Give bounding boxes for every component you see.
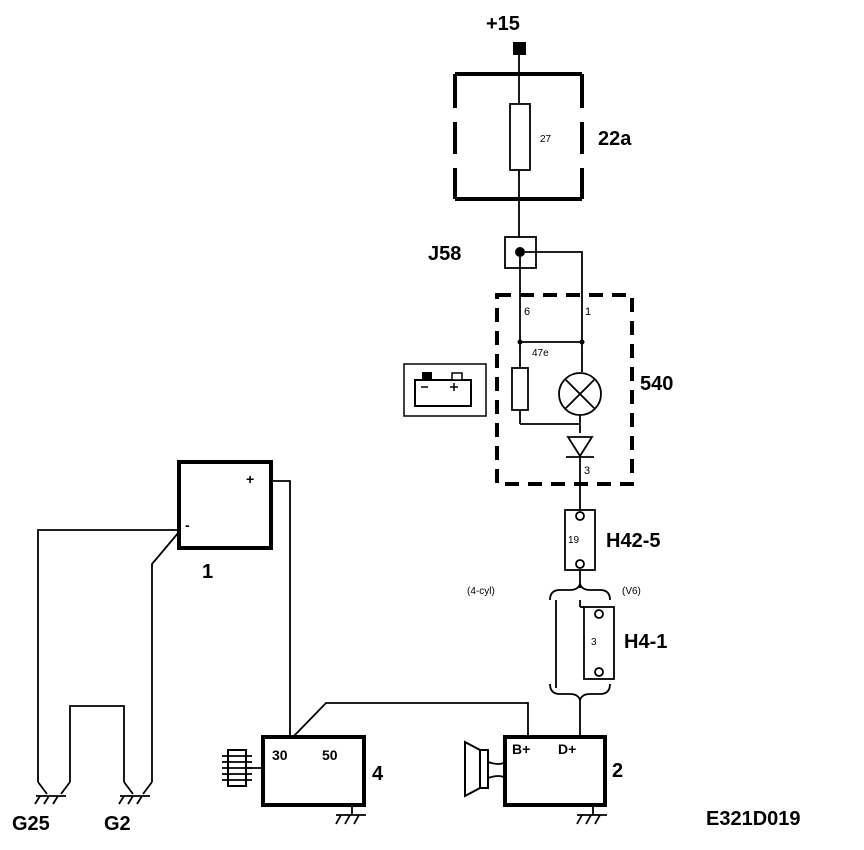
battery <box>177 460 273 550</box>
connector-h4-label: H4-1 <box>624 631 667 653</box>
fuse-number: 27 <box>540 134 552 145</box>
junction-node <box>515 247 525 257</box>
fuse <box>509 103 531 171</box>
diagram-id: E321D019 <box>706 808 801 830</box>
battery-minus: - <box>185 517 190 533</box>
starter-terminal-50: 50 <box>322 747 338 763</box>
bulb-icon <box>558 372 602 416</box>
connector-h42-label: H42-5 <box>606 530 660 552</box>
ground-g25-label: G25 <box>12 813 50 835</box>
generator <box>503 735 607 807</box>
instrument-cluster <box>495 293 634 486</box>
generator-terminal-d: D+ <box>558 741 576 757</box>
resistor-label: 47e <box>532 348 549 359</box>
ground-g2-label: G2 <box>104 813 131 835</box>
cluster-pin-3: 3 <box>584 465 590 477</box>
battery-label: 1 <box>202 561 213 583</box>
battery-plus: + <box>246 471 254 487</box>
ground-icon <box>335 805 366 825</box>
battery-charge-icon <box>403 363 487 417</box>
resistor <box>511 367 529 411</box>
cluster-pin-6: 6 <box>524 306 530 318</box>
variant-v6: (V6) <box>622 586 641 597</box>
fuse-box-label: 22a <box>598 128 632 150</box>
connector-h4 <box>583 606 615 680</box>
junction-label: J58 <box>428 243 461 265</box>
generator-terminal-b: B+ <box>512 741 530 757</box>
starter <box>261 735 366 807</box>
cluster-pin-1: 1 <box>585 306 591 318</box>
generator-label: 2 <box>612 760 623 782</box>
supply-terminal <box>513 42 526 55</box>
starter-pinion-icon <box>222 749 263 787</box>
starter-terminal-30: 30 <box>272 747 288 763</box>
ground-icon <box>576 805 607 825</box>
ground-icon <box>34 781 71 805</box>
supply-label: +15 <box>486 13 520 35</box>
cluster-label: 540 <box>640 373 673 395</box>
ground-icon <box>118 781 153 805</box>
generator-pulley-icon <box>464 740 506 798</box>
starter-label: 4 <box>372 763 384 785</box>
connector-h4-pin: 3 <box>591 637 597 648</box>
variant-4cyl: (4-cyl) <box>467 586 495 597</box>
diode-icon <box>566 436 594 458</box>
connector-h42-pin: 19 <box>568 535 580 546</box>
